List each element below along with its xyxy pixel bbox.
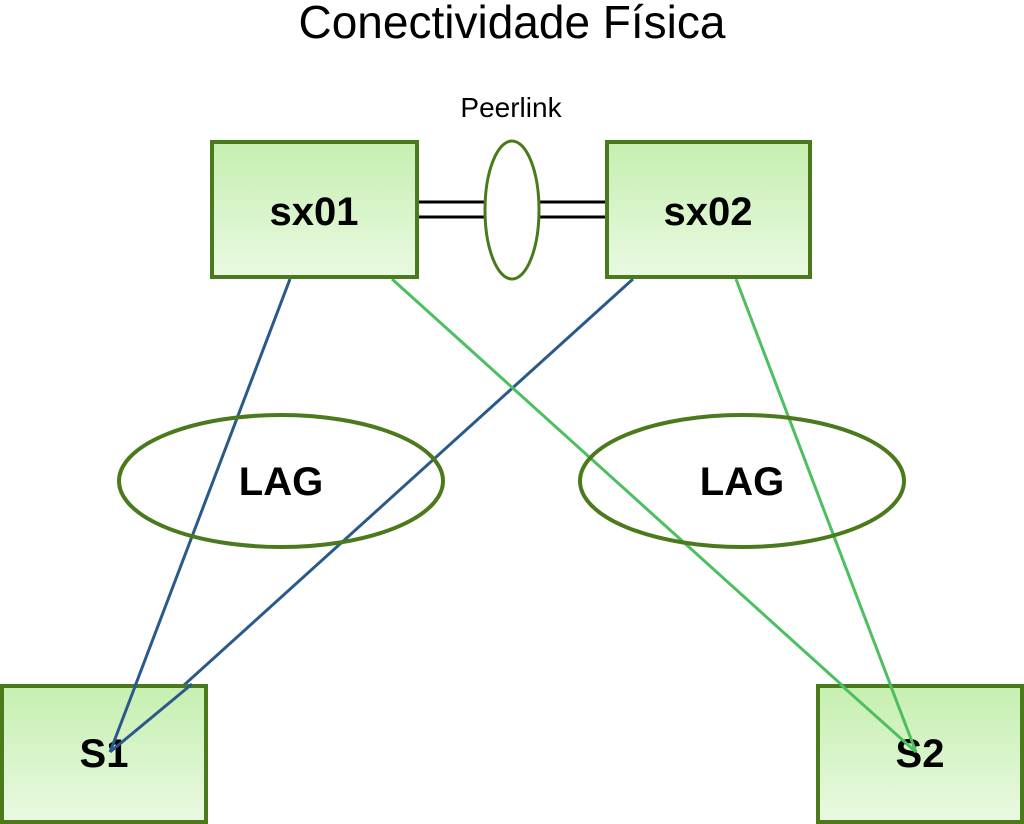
link-sx01-s1: [108, 278, 292, 753]
link-overlay-s2: [838, 682, 918, 754]
link-sx02-s1: [108, 277, 635, 754]
node-s1[interactable]: S1: [0, 684, 208, 824]
node-sx02[interactable]: sx02: [605, 140, 812, 279]
peerlink-ellipse[interactable]: [483, 139, 541, 281]
diagram-title: Conectividade Física: [299, 0, 726, 48]
link-sx02-s2: [734, 278, 918, 753]
link-overlay-s1: [108, 682, 193, 754]
node-sx01[interactable]: sx01: [210, 140, 419, 279]
lag-ellipse-1[interactable]: LAG: [117, 413, 445, 549]
lag-ellipse-2[interactable]: LAG: [578, 413, 906, 549]
lag-2-label: LAG: [700, 460, 784, 504]
node-s1-label: S1: [80, 732, 129, 776]
peerlink-label: Peerlink: [460, 92, 562, 123]
node-sx02-label: sx02: [664, 190, 753, 234]
node-sx01-label: sx01: [270, 190, 359, 234]
link-sx01-s2: [390, 277, 918, 754]
node-s2[interactable]: S2: [816, 684, 1024, 824]
lag-1-label: LAG: [239, 460, 323, 504]
